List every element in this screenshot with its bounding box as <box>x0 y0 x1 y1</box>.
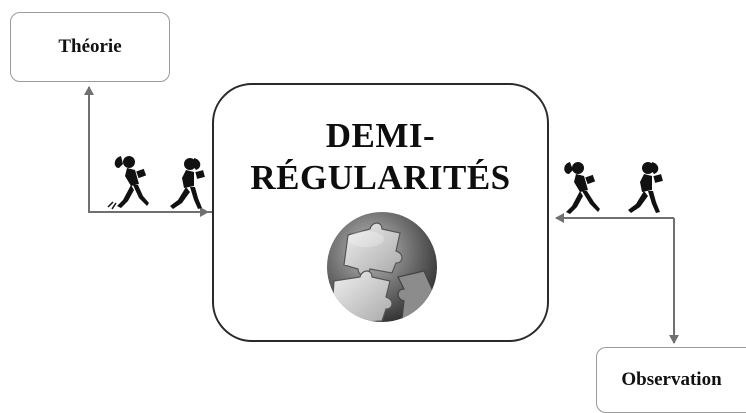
theorie-label: Théorie <box>58 36 121 58</box>
walker-icon <box>556 160 606 216</box>
observation-node: Observation <box>596 347 746 413</box>
center-title-line-1: DEMI- <box>250 115 510 157</box>
theorie-node: Théorie <box>10 12 170 82</box>
observation-label: Observation <box>621 369 721 391</box>
center-title-line-2: RÉGULARITÉS <box>250 157 510 199</box>
puzzle-sphere-icon <box>326 211 438 323</box>
walker-icon <box>103 154 153 210</box>
walker-icon <box>160 156 210 212</box>
walker-icon <box>618 160 668 216</box>
center-title: DEMI- RÉGULARITÉS <box>250 115 510 199</box>
